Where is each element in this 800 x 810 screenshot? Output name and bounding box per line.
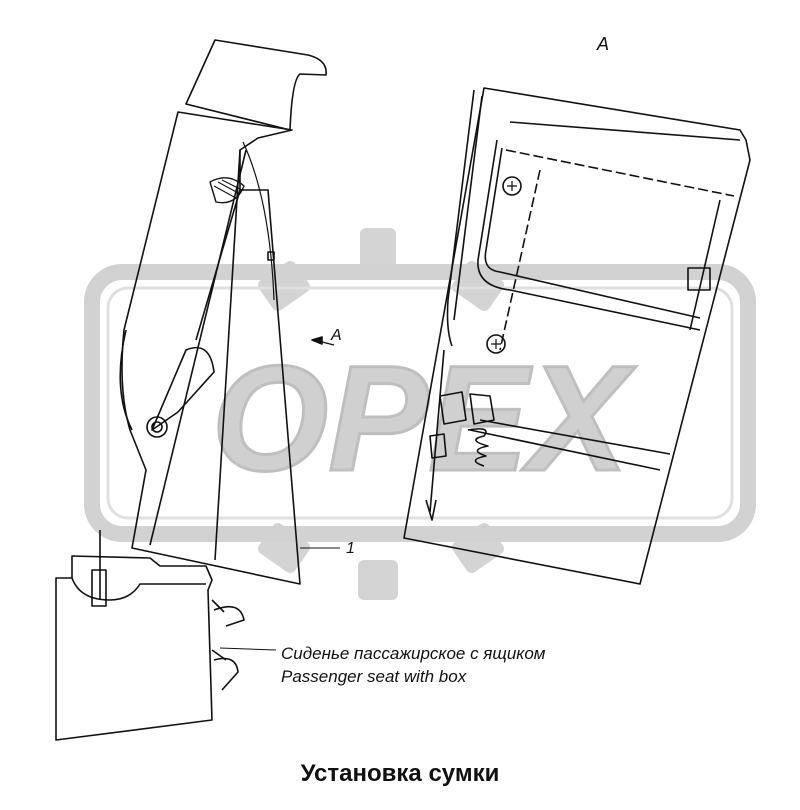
headrest <box>185 39 327 131</box>
seat-caption-ru: Сиденье пассажирское с ящиком <box>281 644 546 663</box>
watermark-frame <box>84 264 756 542</box>
spring <box>467 428 489 467</box>
figure-title: Установка сумки <box>300 760 500 787</box>
pivot-plate <box>151 346 215 431</box>
seat-box <box>55 555 277 741</box>
view-label-a: А <box>597 34 610 54</box>
seat-back-assembly <box>99 39 340 600</box>
seat-caption-en: Passenger seat with box <box>281 667 467 686</box>
hinge-bracket <box>439 391 467 425</box>
pivot-hole <box>146 416 168 438</box>
watermark-text: OPEX <box>212 334 637 502</box>
view-arrow-label: А <box>331 327 342 344</box>
callout-number: 1 <box>346 540 355 557</box>
detail-view-a <box>403 87 751 585</box>
handle <box>209 177 245 204</box>
detail-panel <box>403 87 751 585</box>
